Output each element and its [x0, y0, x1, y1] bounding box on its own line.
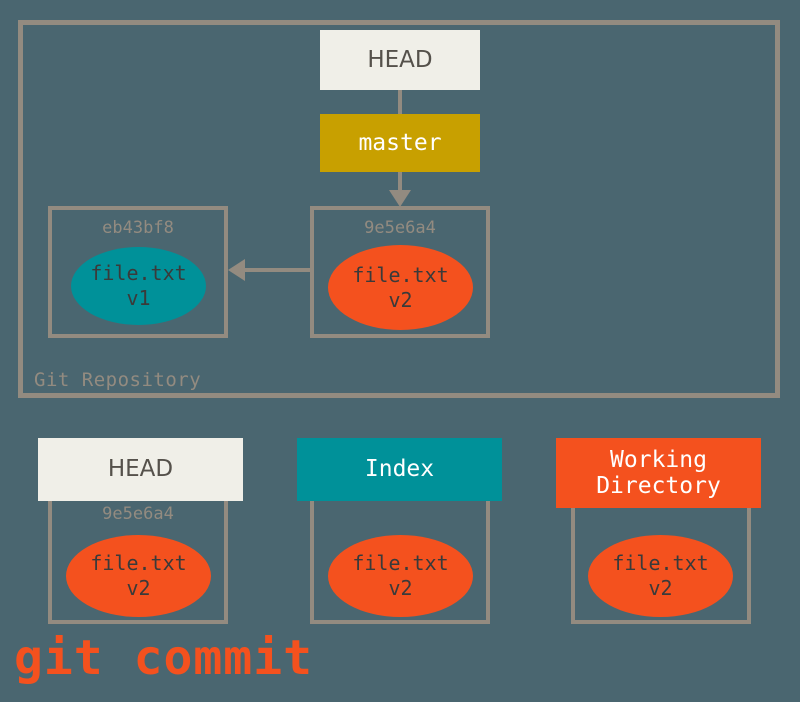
- commit-hash-9e5e6a4: 9e5e6a4: [364, 218, 436, 238]
- git-repository-label: Git Repository: [30, 369, 206, 391]
- area-title-line-2: Directory: [596, 473, 721, 499]
- blob-head-area: file.txt v2: [66, 535, 211, 617]
- repo-master-box: master: [320, 114, 480, 172]
- command-caption: git commit: [14, 630, 313, 686]
- blob-filename: file.txt: [352, 551, 449, 575]
- blob-9e5e6a4: file.txt v2: [328, 245, 473, 330]
- parent-link-arrowhead: [228, 259, 245, 281]
- head-to-master-line: [398, 90, 402, 115]
- master-to-commit-arrowhead: [389, 190, 411, 207]
- blob-filename: file.txt: [90, 261, 187, 285]
- blob-version: v2: [388, 287, 413, 312]
- area-title-index: Index: [297, 438, 502, 501]
- area-title-line-1: Working: [610, 446, 707, 473]
- repo-head-box: HEAD: [320, 30, 480, 90]
- git-repository-frame: [18, 20, 780, 398]
- blob-version: v2: [388, 576, 413, 600]
- master-to-commit-line: [398, 172, 402, 194]
- area-hash-head: 9e5e6a4: [102, 504, 174, 524]
- blob-working-directory-area: file.txt v2: [588, 535, 733, 617]
- commit-box-9e5e6a4: 9e5e6a4: [310, 206, 490, 338]
- area-title-working-directory: Working Directory: [556, 438, 761, 508]
- parent-link-line: [245, 268, 313, 272]
- blob-version: v1: [126, 286, 151, 310]
- blob-filename: file.txt: [612, 551, 709, 575]
- commit-hash-eb43bf8: eb43bf8: [102, 218, 174, 238]
- blob-index-area: file.txt v2: [328, 535, 473, 617]
- area-title-head: HEAD: [38, 438, 243, 501]
- blob-version: v2: [126, 576, 151, 600]
- blob-version: v2: [648, 576, 673, 600]
- blob-eb43bf8: file.txt v1: [71, 247, 206, 325]
- commit-box-eb43bf8: eb43bf8: [48, 206, 228, 338]
- blob-filename: file.txt: [90, 551, 187, 575]
- blob-filename: file.txt: [352, 262, 449, 287]
